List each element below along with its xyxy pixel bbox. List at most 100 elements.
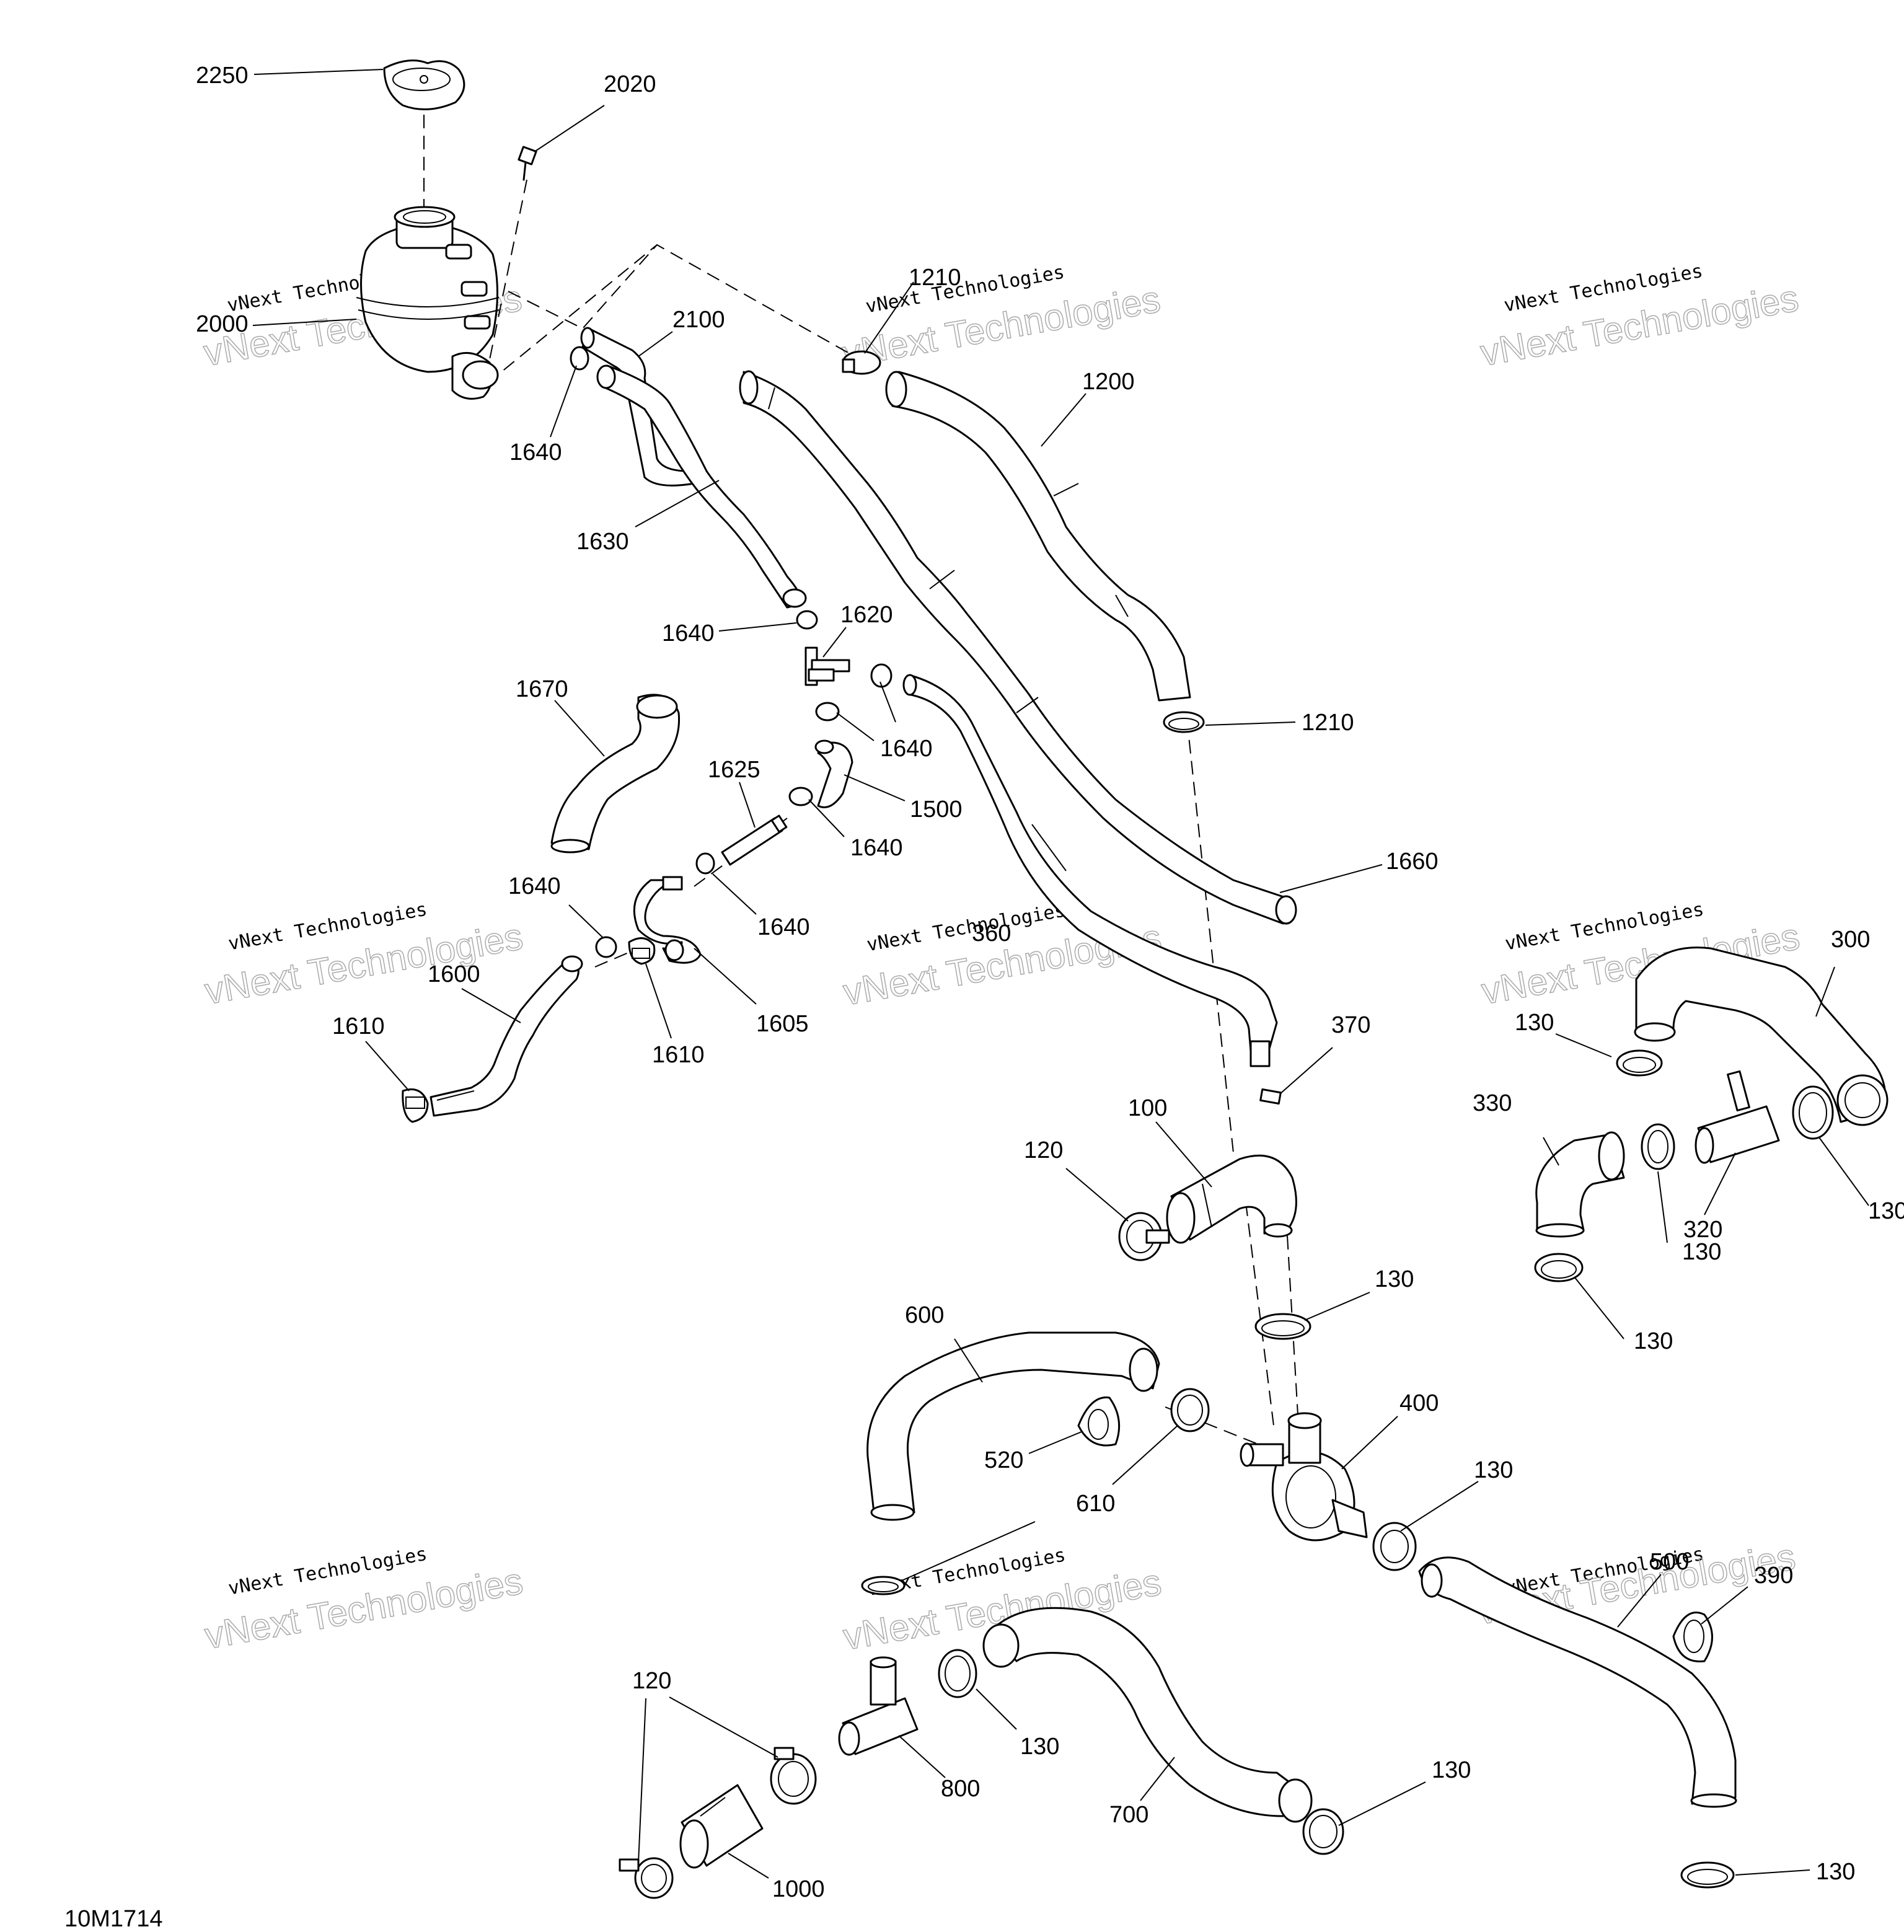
label-2100: 2100	[672, 307, 725, 333]
label-120: 120	[632, 1668, 671, 1694]
label-130: 130	[1634, 1328, 1673, 1354]
label-800: 800	[941, 1776, 980, 1802]
label-500: 500	[1650, 1549, 1689, 1575]
label-120: 120	[1024, 1137, 1063, 1163]
label-1605: 1605	[756, 1011, 809, 1037]
assembly-dashed-lines	[423, 115, 1299, 1445]
label-390: 390	[1754, 1563, 1793, 1589]
clamp-130	[1792, 1085, 1834, 1140]
label-130: 130	[1020, 1734, 1059, 1760]
label-400: 400	[1399, 1390, 1439, 1416]
leader-lines	[252, 69, 1869, 1879]
label-600: 600	[905, 1302, 944, 1328]
hose-1605	[633, 876, 702, 964]
label-360: 360	[972, 920, 1011, 946]
clamp-1610	[402, 1088, 429, 1123]
clamp-1610	[628, 937, 656, 965]
clamp-390	[1672, 1612, 1713, 1662]
label-1500: 1500	[910, 796, 963, 823]
label-1640: 1640	[850, 835, 903, 861]
elbow-100	[1166, 1154, 1297, 1244]
clamp-1640	[788, 787, 813, 806]
clamp-130	[1534, 1253, 1584, 1282]
label-1660: 1660	[1386, 849, 1439, 875]
hose-360	[902, 674, 1278, 1067]
label-1625: 1625	[708, 757, 760, 783]
clamp-1640	[595, 936, 617, 958]
elbow-330	[1535, 1131, 1625, 1238]
elbow-300	[1634, 946, 1889, 1126]
fitting-320	[1695, 1070, 1780, 1164]
label-1620: 1620	[840, 602, 893, 628]
hose-1630	[596, 364, 807, 609]
label-1640: 1640	[508, 873, 561, 899]
label-130: 130	[1816, 1859, 1855, 1885]
hose-1200	[885, 371, 1191, 702]
label-1640: 1640	[509, 439, 562, 465]
clamp-1210	[842, 350, 881, 375]
clamp-610	[1170, 1388, 1210, 1432]
label-1200: 1200	[1082, 369, 1135, 395]
label-610: 610	[1076, 1491, 1115, 1517]
label-330: 330	[1473, 1090, 1512, 1116]
label-370: 370	[1331, 1012, 1370, 1038]
label-100: 100	[1128, 1095, 1167, 1121]
clamp-120	[770, 1747, 817, 1805]
label-1610: 1610	[332, 1013, 385, 1039]
clamp-520	[1077, 1396, 1121, 1447]
label-1610: 1610	[652, 1042, 705, 1068]
label-520: 520	[984, 1447, 1023, 1473]
label-1640: 1640	[880, 736, 933, 762]
label-2250: 2250	[196, 63, 249, 89]
radiator-cap	[383, 60, 465, 110]
clamp-1640	[870, 663, 892, 688]
tee-fitting-800	[838, 1656, 919, 1756]
label-1630: 1630	[576, 529, 629, 555]
clamp-120	[1118, 1212, 1170, 1261]
part-number-labels: 2250 2020 2000 2100 1640 1630 1640 1620 …	[196, 63, 1904, 1902]
hose-1670	[550, 694, 681, 854]
clamp-1640	[570, 346, 589, 371]
figure-reference: 10M1714	[64, 1906, 162, 1932]
expansion-tank	[356, 206, 500, 400]
pipe-1000	[679, 1784, 764, 1869]
label-1600: 1600	[428, 961, 480, 987]
label-130: 130	[1474, 1457, 1513, 1483]
label-1670: 1670	[516, 676, 568, 702]
label-130: 130	[1682, 1239, 1721, 1265]
clip-370	[1259, 1088, 1282, 1105]
clamp-1640	[796, 610, 818, 630]
label-1640: 1640	[757, 914, 810, 940]
clamp-130	[938, 1649, 977, 1698]
clamp-1210	[1163, 711, 1205, 733]
hose-600	[866, 1331, 1160, 1521]
hose-700	[982, 1607, 1313, 1823]
clamp-130	[1302, 1808, 1344, 1855]
label-130: 130	[1432, 1757, 1471, 1783]
label-1210: 1210	[909, 265, 961, 291]
label-320: 320	[1683, 1217, 1722, 1243]
hose-1500	[814, 739, 853, 808]
label-130: 130	[1868, 1198, 1904, 1224]
tank-screw	[518, 146, 537, 181]
label-1000: 1000	[772, 1876, 825, 1902]
clamp-610	[861, 1576, 906, 1595]
hose-500	[1418, 1556, 1737, 1808]
label-2020: 2020	[604, 71, 656, 97]
label-2000: 2000	[196, 311, 249, 337]
clamp-130	[1616, 1049, 1663, 1077]
label-130: 130	[1375, 1266, 1414, 1292]
label-1210: 1210	[1302, 710, 1354, 736]
clamp-130	[1372, 1522, 1417, 1571]
clamp-120	[619, 1857, 674, 1899]
label-700: 700	[1109, 1802, 1148, 1828]
fitting-1620	[804, 646, 850, 686]
hose-1660	[739, 370, 1297, 925]
thermostat-housing-400	[1240, 1412, 1368, 1542]
clamp-130	[1680, 1861, 1735, 1889]
label-1640: 1640	[662, 620, 715, 646]
label-300: 300	[1831, 927, 1870, 953]
clamp-130	[1254, 1313, 1311, 1340]
pipe-1625	[721, 814, 788, 866]
